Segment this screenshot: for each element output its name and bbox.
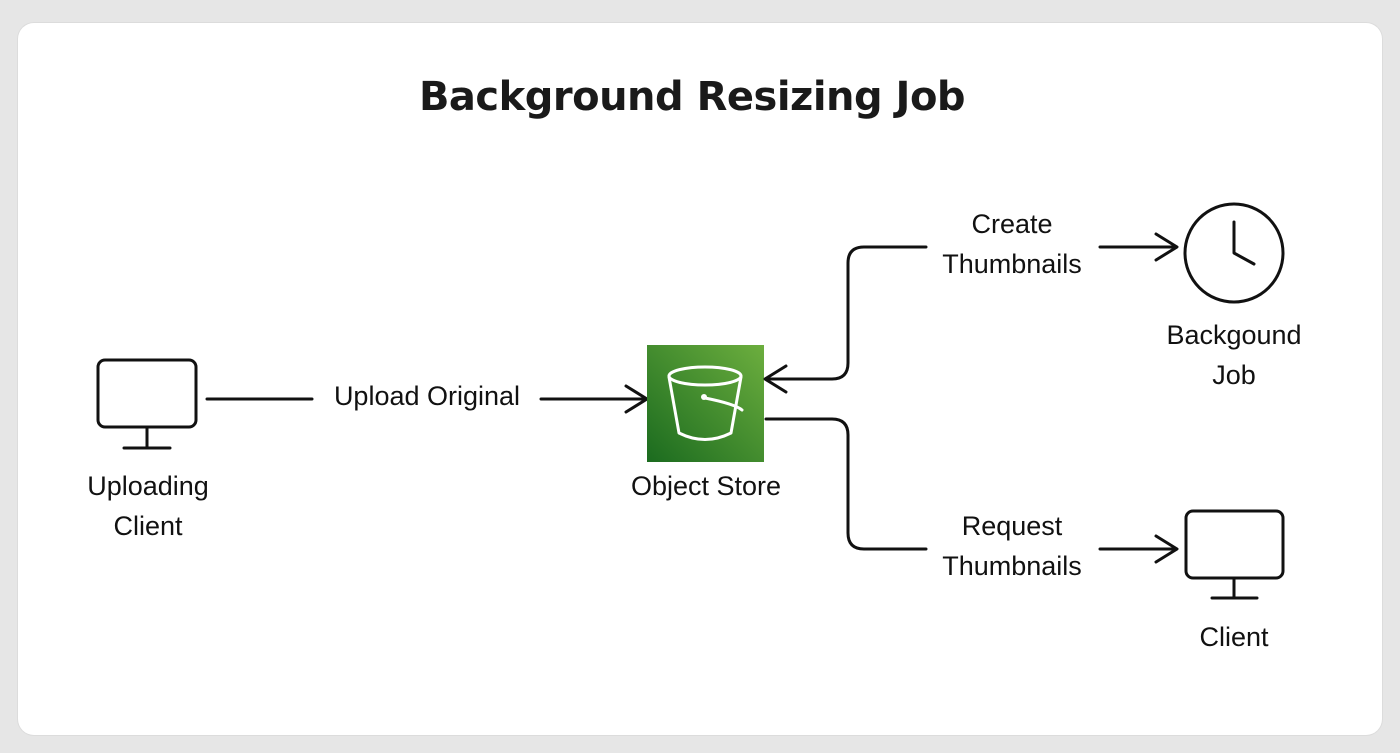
uploading-client-label-line2: Client <box>113 511 183 541</box>
uploading-client-label-line1: Uploading <box>87 471 209 501</box>
background-job-label: Backgound Job <box>1146 315 1322 395</box>
request-thumbnails-label-line1: Request <box>961 511 1063 541</box>
create-thumbnails-edge <box>763 232 1179 394</box>
upload-original-label: Upload Original <box>315 376 539 416</box>
create-thumbnails-label: Create Thumbnails <box>928 204 1096 284</box>
object-store-label: Object Store <box>610 466 802 506</box>
background-job-label-line1: Backgound <box>1166 320 1302 350</box>
create-thumbnails-label-line1: Create <box>971 209 1053 239</box>
request-thumbnails-label-line2: Thumbnails <box>942 551 1082 581</box>
background-job-label-line2: Job <box>1212 360 1256 390</box>
create-thumbnails-label-line2: Thumbnails <box>942 249 1082 279</box>
uploading-client-label: Uploading Client <box>62 466 234 546</box>
object-store-bucket-icon <box>647 345 764 462</box>
client-monitor-icon <box>1184 509 1285 600</box>
request-thumbnails-edge <box>764 417 1179 564</box>
client-label: Client <box>1174 617 1294 657</box>
diagram-title: Background Resizing Job <box>418 74 966 120</box>
uploading-client-monitor-icon <box>96 358 198 450</box>
background-job-clock-icon <box>1183 202 1285 304</box>
request-thumbnails-label: Request Thumbnails <box>928 506 1096 586</box>
